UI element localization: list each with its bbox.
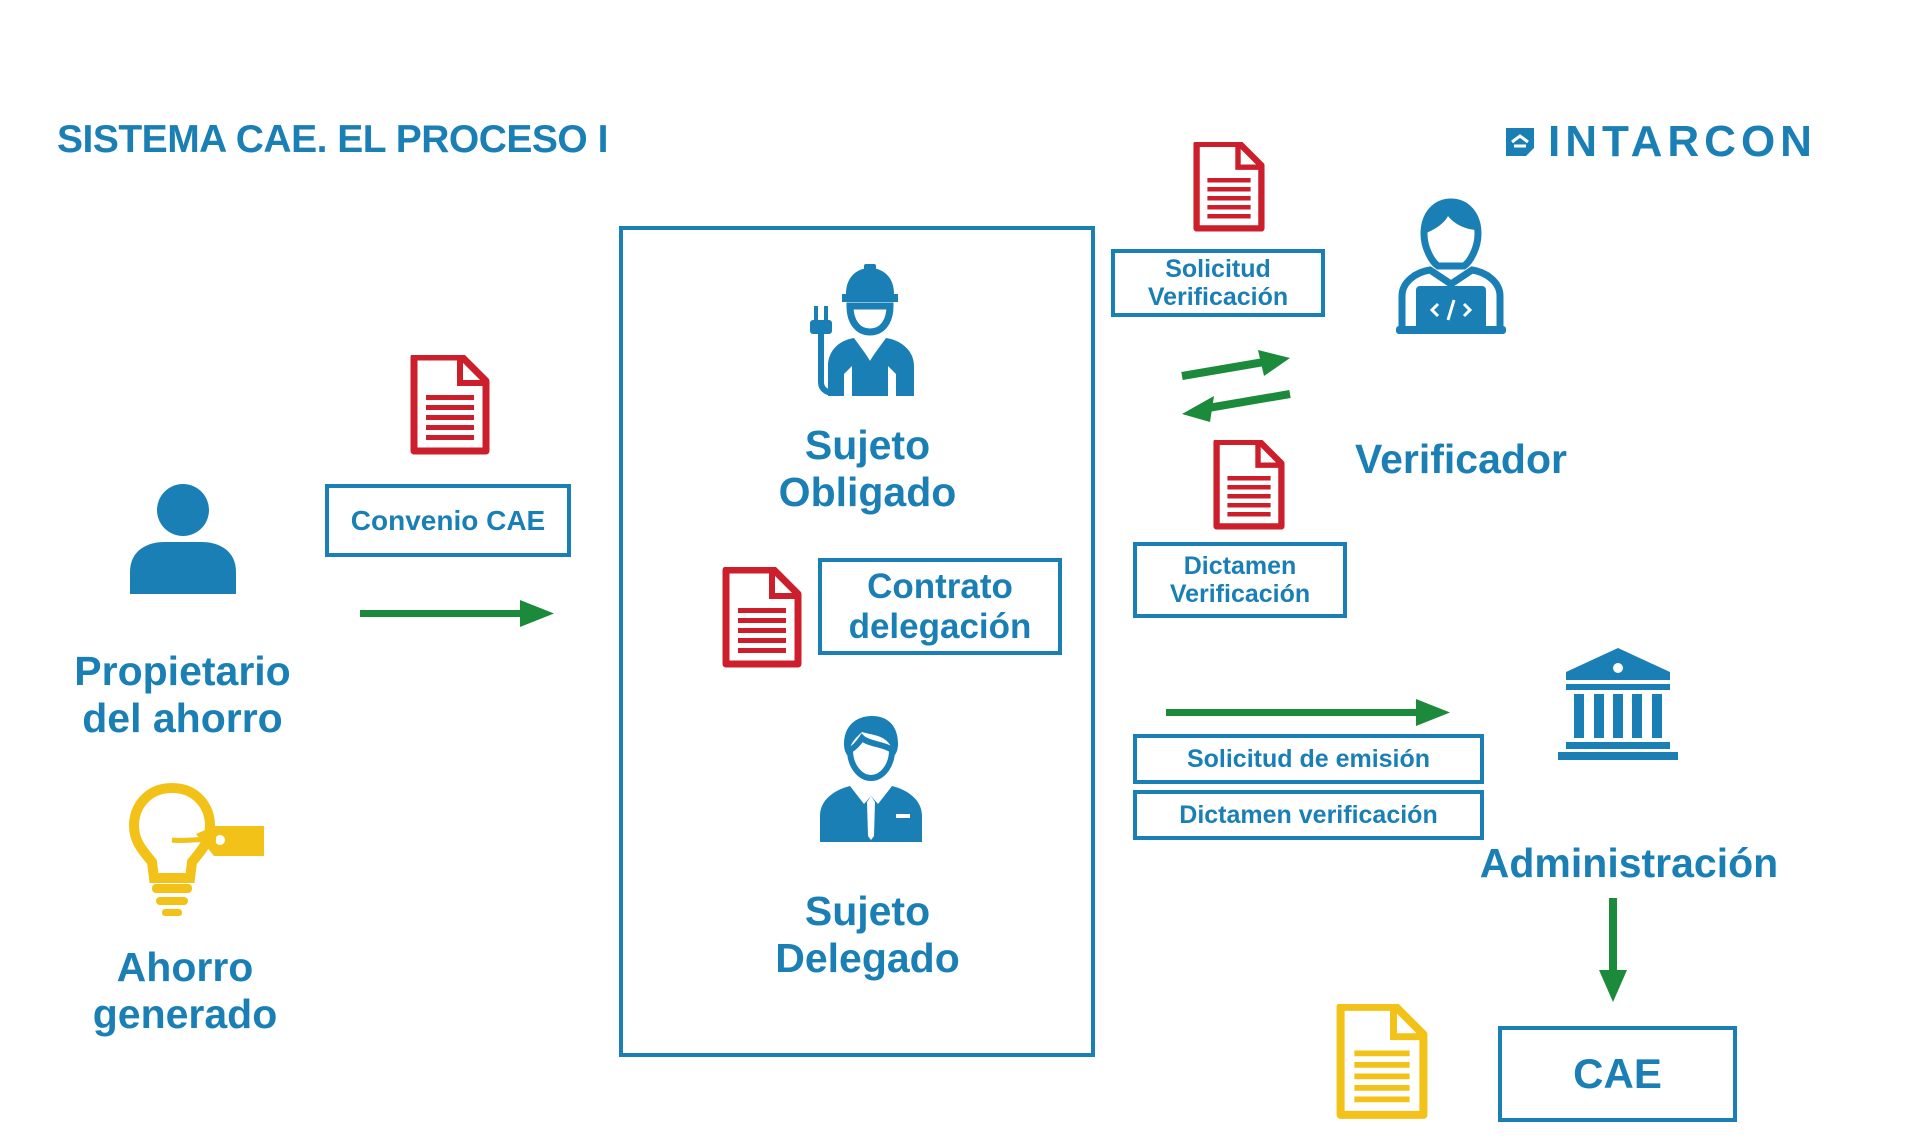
document-icon: [1212, 440, 1286, 530]
document-icon: [1336, 1004, 1428, 1120]
cae-box: CAE: [1498, 1026, 1737, 1122]
actor-verificador: Verificador: [1355, 436, 1567, 482]
actor-sujeto-obligado: Sujeto Obligado: [778, 422, 957, 516]
dictamen-verificacion-box: Dictamen Verificación: [1133, 542, 1347, 618]
page-title: SISTEMA CAE. EL PROCESO I: [57, 118, 608, 161]
developer-laptop-icon: [1396, 198, 1506, 334]
arrow-right-icon: [360, 600, 554, 627]
sujetos-container: [619, 226, 1095, 1057]
actor-sujeto-delegado: Sujeto Delegado: [775, 888, 960, 982]
government-building-icon: [1558, 648, 1678, 760]
document-icon: [410, 355, 490, 455]
lightbulb-tag-icon: [128, 782, 264, 916]
solicitud-emision-box: Solicitud de emisión: [1133, 734, 1484, 784]
dictamen-verificacion-2-box: Dictamen verificación: [1133, 790, 1484, 840]
exchange-arrows-icon: [1181, 350, 1291, 422]
contrato-delegacion-box: Contrato delegación: [818, 558, 1062, 655]
engineer-worker-icon: [810, 264, 914, 396]
arrow-right-icon: [1166, 699, 1450, 726]
actor-ahorro: Ahorro generado: [92, 944, 278, 1038]
businessman-icon: [820, 716, 922, 842]
logo-text: INTARCON: [1548, 117, 1817, 166]
convenio-cae-box: Convenio CAE: [325, 484, 571, 557]
actor-administracion: Administración: [1479, 840, 1779, 886]
solicitud-verificacion-box: Solicitud Verificación: [1111, 249, 1325, 317]
actor-propietario: Propietario del ahorro: [74, 648, 291, 742]
document-icon: [1192, 142, 1266, 232]
document-icon: [722, 567, 802, 669]
intarcon-logo: INTARCON: [1502, 118, 1817, 166]
person-icon: [130, 484, 236, 594]
arrow-down-icon: [1599, 898, 1627, 1002]
logo-mark-icon: [1506, 128, 1534, 156]
